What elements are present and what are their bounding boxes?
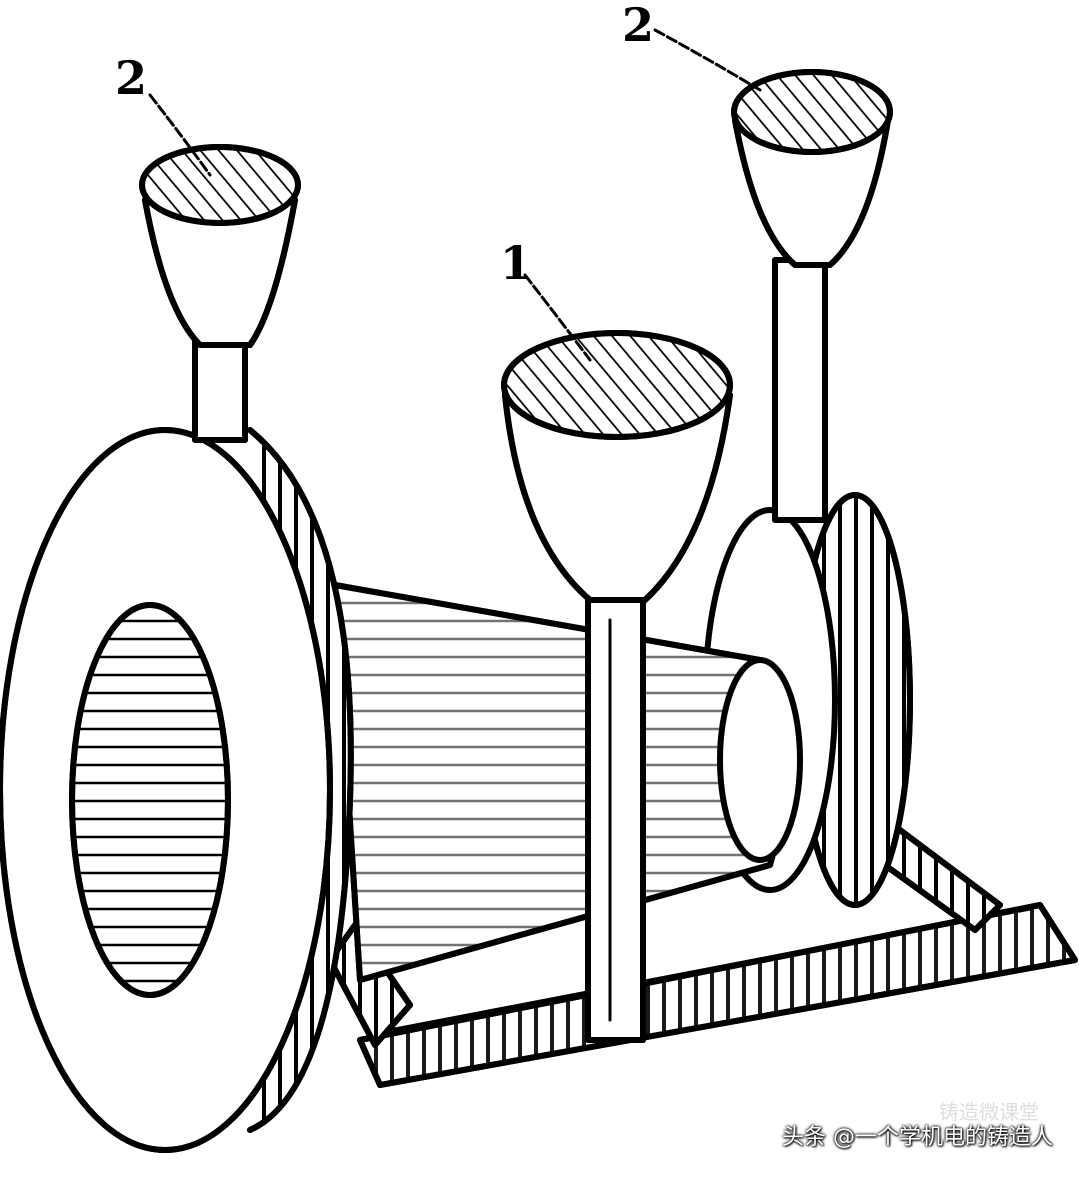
cylinder-body bbox=[332, 582, 803, 983]
label-riser-right: 2 bbox=[622, 0, 655, 52]
leader-lines bbox=[148, 28, 762, 362]
bore-hole bbox=[69, 602, 231, 998]
runner-arm-left bbox=[327, 922, 413, 1048]
label-sprue: 1 bbox=[500, 236, 533, 290]
watermark-ghost: 铸造微课堂 bbox=[939, 1100, 1039, 1124]
runner-bar bbox=[357, 902, 1078, 1088]
sprue-center bbox=[501, 330, 733, 1043]
riser-right bbox=[731, 69, 893, 523]
label-riser-left: 2 bbox=[115, 51, 148, 105]
watermark: 头条 @一个学机电的铸造人 bbox=[782, 1125, 1053, 1150]
riser-left bbox=[139, 144, 301, 443]
